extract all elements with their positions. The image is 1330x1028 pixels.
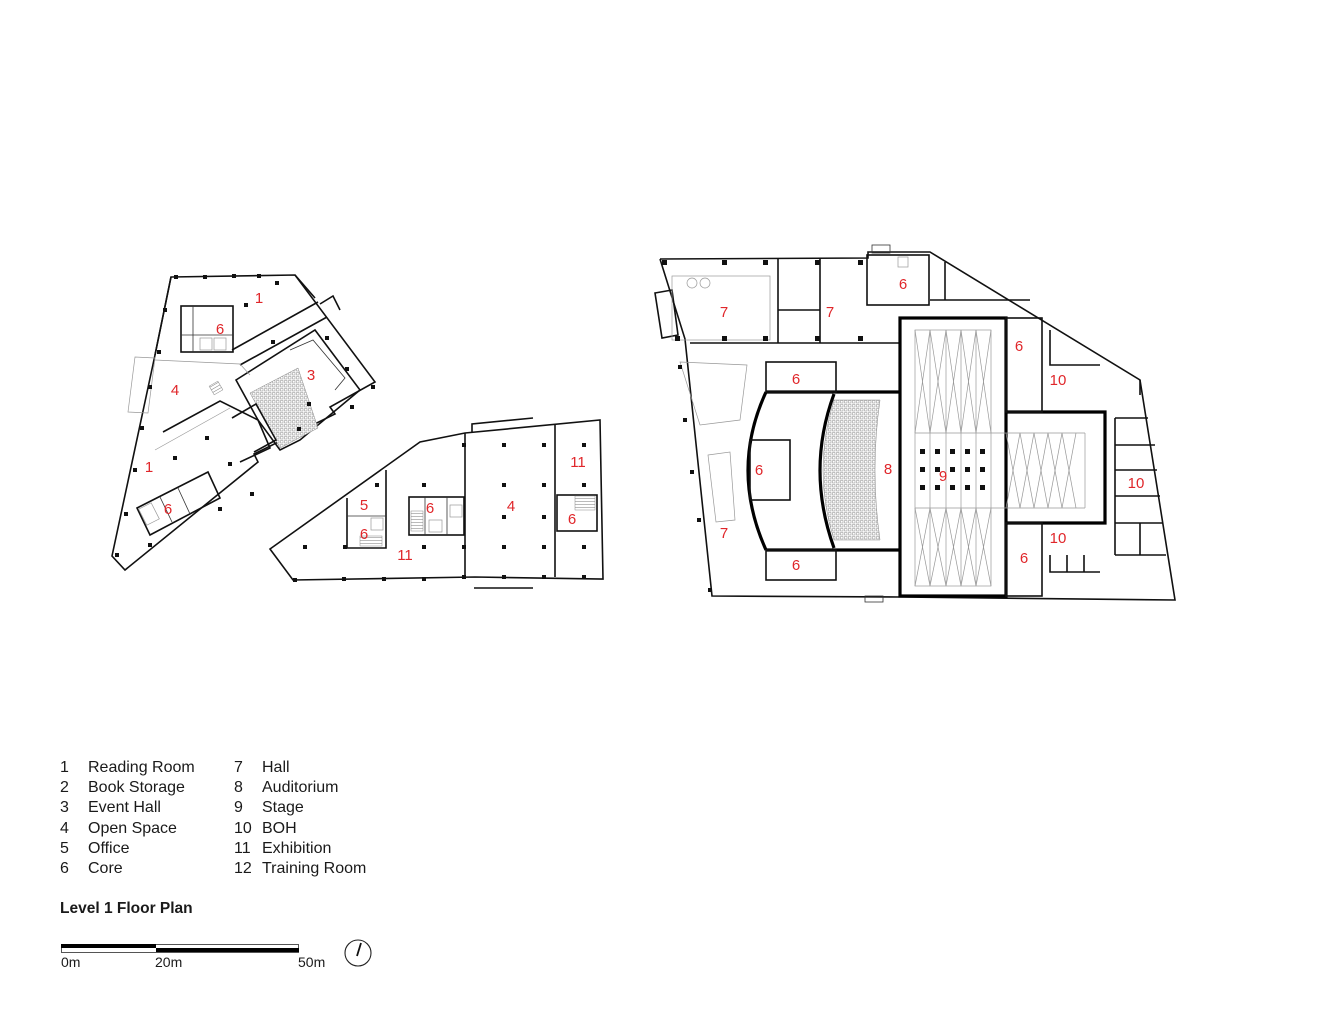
- legend-label: Reading Room: [88, 759, 195, 776]
- room-labels: 1 6 3 4 1 6 5 6 6 4 11 6 11 7 7 6 6 10 6 6 8 9 10 7 10 6 6: [145, 276, 1145, 574]
- legend-num: 9: [234, 799, 243, 817]
- room-label: 7: [720, 525, 728, 542]
- room-label: 6: [792, 557, 800, 574]
- legend-num: 8: [234, 779, 243, 797]
- legend-num: 3: [60, 799, 69, 817]
- legend: 1 Reading Room 7 Hall 2 Book Storage 8 A…: [60, 758, 402, 879]
- room-label: 6: [164, 501, 172, 518]
- stage-grid: [914, 329, 1086, 587]
- scale-bar-segment-0-20: [61, 944, 156, 948]
- legend-label: Open Space: [88, 819, 177, 837]
- legend-num: 12: [234, 860, 252, 878]
- legend-num: 1: [60, 759, 69, 776]
- room-label: 6: [899, 276, 907, 293]
- room-label: 11: [397, 547, 413, 564]
- room-label: 4: [507, 498, 515, 515]
- room-label: 4: [171, 382, 179, 399]
- room-label: 6: [216, 321, 224, 338]
- scale-label-0: 0m: [61, 954, 81, 970]
- legend-label: BOH: [262, 819, 297, 837]
- legend-num: 5: [60, 839, 69, 857]
- legend-label: Exhibition: [262, 839, 332, 857]
- room-label: 7: [826, 304, 834, 321]
- room-label: 8: [884, 461, 892, 478]
- scale-label-50: 50m: [298, 954, 326, 970]
- legend-num: 2: [60, 779, 69, 797]
- legend-num: 6: [60, 860, 69, 878]
- room-label: 10: [1128, 475, 1145, 492]
- legend-label: Hall: [262, 759, 290, 776]
- legend-label: Training Room: [262, 860, 367, 878]
- library-block: [111, 274, 377, 572]
- room-label: 1: [145, 459, 153, 476]
- room-label: 9: [939, 468, 947, 485]
- room-label: 5: [360, 497, 368, 514]
- scale-bar-segment-20-50: [156, 948, 299, 952]
- north-arrow-icon: [344, 939, 372, 967]
- legend-num: 11: [234, 839, 251, 857]
- room-label: 7: [720, 304, 728, 321]
- legend-num: 10: [234, 819, 252, 837]
- room-label: 11: [570, 454, 586, 471]
- room-label: 10: [1050, 372, 1067, 389]
- theatre-block: [654, 244, 1176, 603]
- exhibition-block: [268, 417, 604, 589]
- plan-title: Level 1 Floor Plan: [60, 900, 193, 917]
- room-label: 6: [360, 526, 368, 543]
- room-label: 6: [1015, 338, 1023, 355]
- legend-label: Office: [88, 839, 130, 857]
- room-label: 6: [755, 462, 763, 479]
- room-label: 3: [307, 367, 315, 384]
- legend-num: 7: [234, 759, 243, 776]
- room-label: 1: [255, 290, 263, 307]
- room-label: 6: [426, 500, 434, 517]
- legend-label: Book Storage: [88, 779, 185, 797]
- room-label: 6: [1020, 550, 1028, 567]
- room-label: 6: [792, 371, 800, 388]
- legend-label: Event Hall: [88, 799, 161, 817]
- scale-label-20: 20m: [155, 954, 183, 970]
- room-label: 6: [568, 511, 576, 528]
- legend-label: Stage: [262, 799, 304, 817]
- legend-num: 4: [60, 819, 69, 837]
- legend-label: Core: [88, 860, 123, 878]
- legend-label: Auditorium: [262, 779, 339, 797]
- room-label: 10: [1050, 530, 1067, 547]
- scale-bar: [61, 944, 299, 953]
